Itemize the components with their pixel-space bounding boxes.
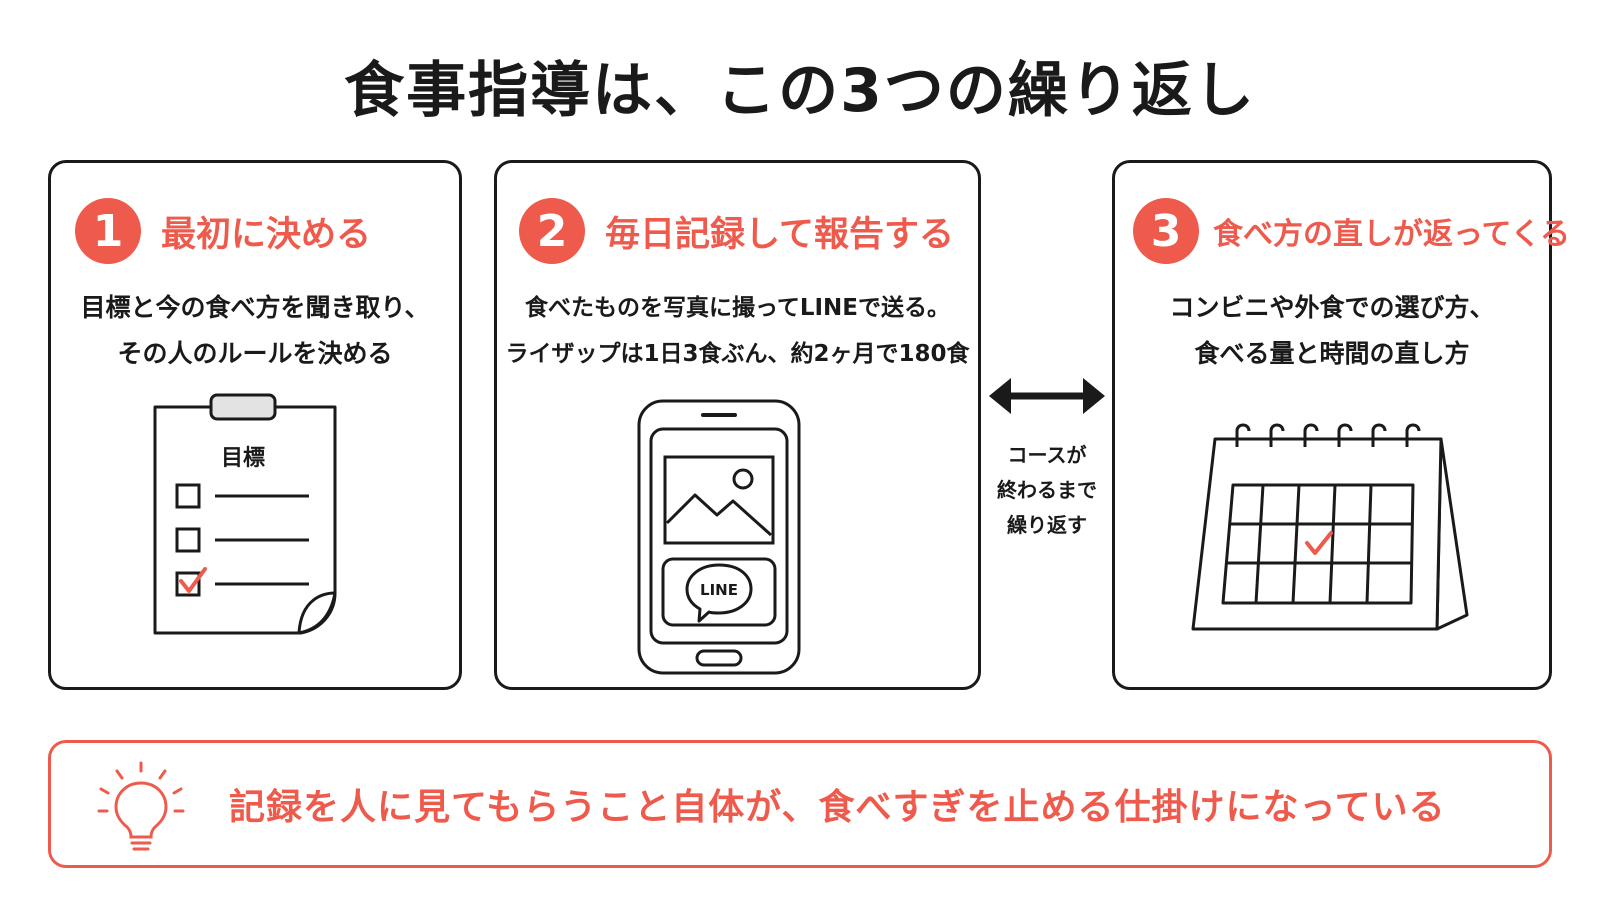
line-logo-text: LINE [700, 581, 738, 599]
step-title: 最初に決める [161, 214, 372, 255]
check-mark-icon [1305, 531, 1333, 555]
step-card-1: 1 最初に決める 目標と今の食べ方を聞き取り、 その人のルールを決める 目標 [48, 160, 462, 690]
step-number-badge: 1 [75, 198, 141, 264]
step-description: 目標と今の食べ方を聞き取り、 その人のルールを決める [51, 285, 459, 377]
step-header-3: 3 食べ方の直しが返ってくる [1133, 198, 1570, 264]
step-number-badge: 2 [519, 198, 585, 264]
check-mark-icon [179, 567, 207, 593]
key-insight-banner: 記録を人に見てもらうこと自体が、食べすぎを止める仕掛けになっている [48, 740, 1552, 868]
step-description-line: 食べたものを写真に撮ってLINEで送る。 [524, 295, 951, 321]
banner-text: 記録を人に見てもらうこと自体が、食べすぎを止める仕掛けになっている [229, 787, 1446, 828]
step-description-line: 目標と今の食べ方を聞き取り、 [80, 293, 430, 322]
page-title: 食事指導は、この3つの繰り返し [344, 56, 1256, 126]
step-description: コンビニや外食での選び方、 食べる量と時間の直し方 [1115, 285, 1549, 377]
step-description-line: その人のルールを決める [117, 339, 393, 368]
step-title: 食べ方の直しが返ってくる [1213, 217, 1570, 252]
step-header-1: 1 最初に決める [75, 198, 371, 264]
lightbulb-icon [97, 761, 185, 851]
step-description-line: コンビニや外食での選び方、 [1169, 293, 1495, 322]
step-title: 毎日記録して報告する [605, 214, 954, 255]
smartphone-photo-line-icon: LINE [637, 399, 801, 675]
double-arrow-icon [989, 378, 1105, 414]
loop-label: コースが 終わるまで 繰り返す [985, 438, 1109, 543]
step-card-3: 3 食べ方の直しが返ってくる コンビニや外食での選び方、 食べる量と時間の直し方 [1112, 160, 1570, 690]
step-card-2: 2 毎日記録して報告する 食べたものを写真に撮ってLINEで送る。 ライザップは… [494, 160, 981, 690]
loop-label-line: 繰り返す [1007, 513, 1087, 537]
calendar-rings [1235, 423, 1421, 447]
step-description-line: 食べる量と時間の直し方 [1194, 339, 1470, 368]
desk-calendar-icon [1191, 423, 1469, 631]
step-description-line: ライザップは1日3食ぶん、約2ヶ月で180食 [505, 341, 970, 367]
step-header-2: 2 毎日記録して報告する [519, 198, 954, 264]
clipboard-checklist-icon: 目標 [153, 393, 337, 635]
loop-label-line: 終わるまで [997, 478, 1097, 502]
step-description: 食べたものを写真に撮ってLINEで送る。 ライザップは1日3食ぶん、約2ヶ月で1… [497, 285, 978, 377]
step-number-badge: 3 [1133, 198, 1199, 264]
clipboard-label: 目標 [221, 446, 265, 471]
loop-label-line: コースが [1007, 443, 1087, 467]
photo-icon [663, 455, 775, 545]
